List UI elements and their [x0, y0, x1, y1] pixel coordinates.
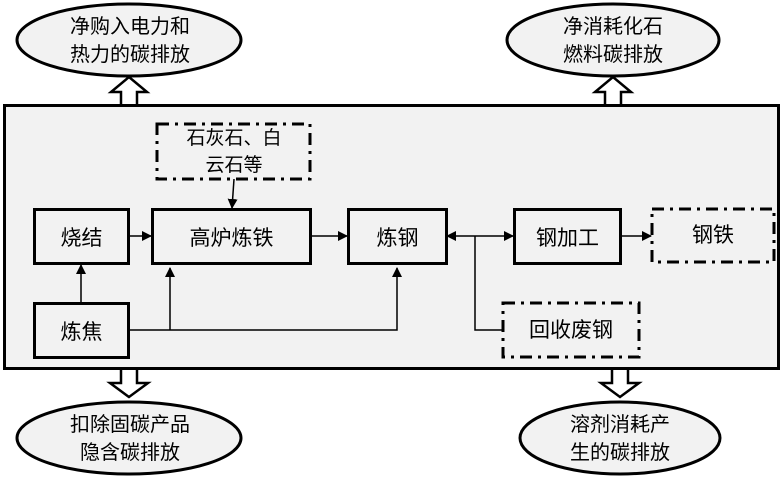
label-line: 溶剂消耗产	[570, 412, 670, 436]
emission-bottom-right-label: 溶剂消耗产生的碳排放	[522, 408, 718, 468]
label-line: 隐含碳排放	[80, 440, 180, 464]
emission-bottom-left-label: 扣除固碳产品隐含碳排放	[30, 408, 230, 468]
label-line: 石灰石、白	[186, 126, 282, 149]
label-line: 热力的碳排放	[70, 42, 190, 66]
arrow-flux-to-blast-furnace	[227, 178, 238, 209]
emission-ellipse-bottom-right	[518, 400, 722, 476]
process-label: 炼焦	[60, 319, 103, 344]
line-scrap-to-steelmaking	[474, 236, 503, 331]
block-arrow-down-left	[106, 370, 152, 399]
process-label: 炼钢	[376, 225, 419, 250]
process-label: 烧结	[60, 225, 103, 250]
label-line: 扣除固碳产品	[70, 412, 190, 436]
product-label: 钢铁	[692, 223, 734, 247]
process-label: 钢加工	[536, 225, 599, 250]
block-arrow-down-right	[597, 370, 643, 399]
process-label: 高炉炼铁	[189, 225, 274, 250]
process-steelmaking: 炼钢	[347, 208, 448, 265]
external-scrap-steel: 回收废钢	[505, 305, 637, 355]
product-box-border	[650, 207, 776, 264]
block-arrow-up-right	[591, 75, 635, 104]
label-line: 净消耗化石	[563, 14, 663, 38]
block-arrow-up-left	[107, 75, 151, 104]
external-product-steel: 钢铁	[654, 211, 772, 260]
scrap-label: 回收废钢	[529, 317, 613, 342]
label-line: 生的碳排放	[570, 440, 670, 464]
process-coking: 炼焦	[33, 302, 130, 359]
emission-top-left-label: 净购入电力和热力的碳排放	[30, 10, 230, 70]
process-blast-furnace: 高炉炼铁	[151, 208, 312, 265]
external-flux: 石灰石、白云石等	[160, 126, 308, 177]
line-coking-feed	[130, 267, 402, 331]
emission-top-right-label: 净消耗化石燃料碳排放	[515, 10, 711, 70]
label-line: 燃料碳排放	[563, 42, 663, 66]
flux-box-border	[155, 122, 312, 181]
process-steel-processing: 钢加工	[513, 208, 622, 265]
label-line: 云石等	[205, 153, 263, 176]
process-sintering: 烧结	[33, 208, 130, 265]
label-line: 净购入电力和	[70, 14, 190, 38]
emission-ellipse-bottom-left	[15, 400, 243, 476]
